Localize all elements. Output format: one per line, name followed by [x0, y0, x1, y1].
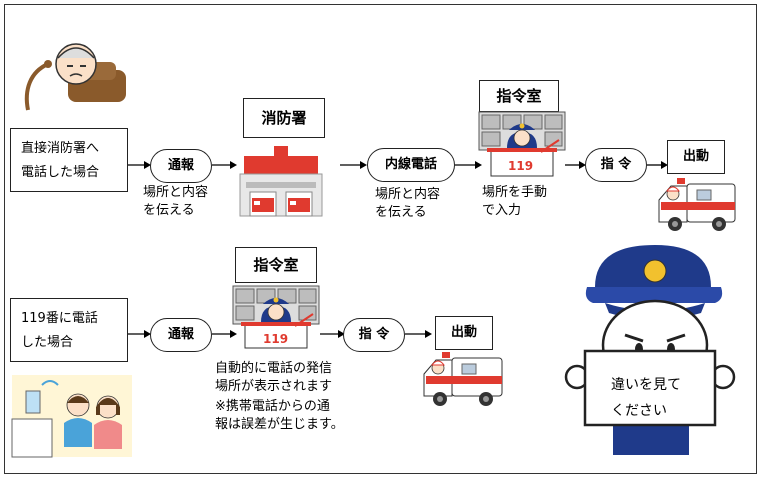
row1-ambulance-icon	[658, 178, 736, 231]
mascot-sign-text: 違いを見て ください	[611, 377, 681, 419]
row2-dispatch-title: 出動	[435, 316, 493, 350]
row1-tsuho-pill: 通報	[150, 149, 212, 183]
row2-shirei-pill: 指 令	[343, 318, 405, 352]
row2-arrow-1	[128, 330, 151, 338]
row2-arrow-4	[405, 330, 432, 338]
diagram-frame	[4, 4, 757, 474]
row2-ambulance-icon	[423, 352, 503, 406]
row2-tsuho-pill: 通報	[150, 318, 212, 352]
row1-naisen-pill: 内線電話	[367, 148, 455, 182]
row2-console-number: 119	[263, 332, 289, 346]
row1-start-box: 直接消防署へ 電話した場合	[10, 128, 128, 192]
row2-mobile-note: ※携帯電話からの通 報は誤差が生じます。	[215, 399, 344, 432]
row2-arrow-3	[320, 330, 345, 338]
row1-arrow-2	[212, 161, 237, 169]
row1-arrow-6	[647, 161, 668, 169]
row1-tsuho-note: 場所と内容 を伝える	[143, 185, 209, 218]
row1-console-number: 119	[508, 159, 534, 173]
row1-naisen-note: 場所と内容 を伝える	[375, 187, 441, 220]
row1-shirei-pill: 指 令	[585, 148, 647, 182]
fire-station-title: 消防署	[243, 98, 325, 138]
row2-auto-note: 自動的に電話の発信 場所が表示されます	[215, 361, 333, 394]
elderly-caller-illustration	[24, 43, 126, 111]
row1-dispatch-title: 出動	[667, 140, 725, 174]
row1-shirei-note: 場所を手動 で入力	[482, 185, 548, 218]
row2-command-room-icon	[232, 285, 320, 349]
row1-arrow-3	[340, 161, 367, 169]
row1-arrow-4	[455, 161, 482, 169]
row2-start-box: 119番に電話 した場合	[10, 298, 128, 362]
row1-shirei-title: 指令室	[479, 80, 559, 112]
family-caller-illustration	[11, 375, 132, 458]
row1-arrow-1	[128, 161, 151, 169]
row1-command-room-icon	[478, 111, 566, 177]
fire-station-icon	[239, 146, 323, 217]
row2-shirei-title: 指令室	[235, 247, 317, 283]
row1-arrow-5	[565, 161, 586, 169]
row2-arrow-2	[212, 330, 237, 338]
police-mascot-illustration	[564, 245, 736, 455]
